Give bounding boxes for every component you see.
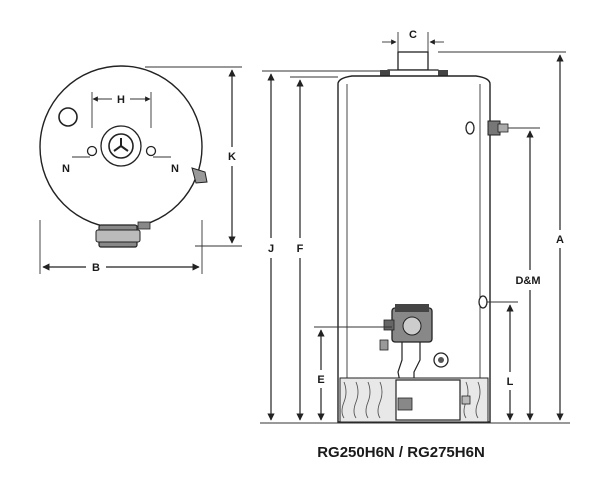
- dim-label-k: K: [228, 151, 236, 163]
- cold-inlet-port: [86, 145, 98, 157]
- dim-label-j: J: [268, 243, 274, 255]
- tank-body: [337, 75, 491, 423]
- gas-control-valve: [379, 304, 433, 393]
- dim-label-n-left: N: [62, 163, 70, 175]
- dim-label-a: A: [556, 234, 564, 246]
- flue-fitting: [378, 51, 448, 79]
- dim-label-n-right: N: [171, 163, 179, 175]
- control-block-top: [95, 221, 151, 248]
- base-skirt: [339, 377, 489, 423]
- top-view: H N N K B: [39, 65, 242, 274]
- flue-baffle: [113, 138, 129, 152]
- dim-label-c: C: [409, 29, 417, 41]
- relief-valve-port: [58, 107, 78, 127]
- dim-label-dm: D&M: [515, 275, 540, 287]
- mid-port: [478, 295, 488, 309]
- hot-outlet-port: [145, 145, 157, 157]
- dim-label-h: H: [117, 94, 125, 106]
- dim-label-e: E: [317, 374, 324, 386]
- model-caption: RG250H6N / RG275H6N: [317, 444, 485, 461]
- side-fitting: [191, 167, 208, 184]
- dim-label-f: F: [297, 243, 304, 255]
- dim-label-b: B: [92, 262, 100, 274]
- top-right-fitting: [465, 120, 509, 136]
- dim-label-l: L: [507, 376, 514, 388]
- front-view: C J F E D&M L A RG250H6N / RG: [260, 29, 570, 461]
